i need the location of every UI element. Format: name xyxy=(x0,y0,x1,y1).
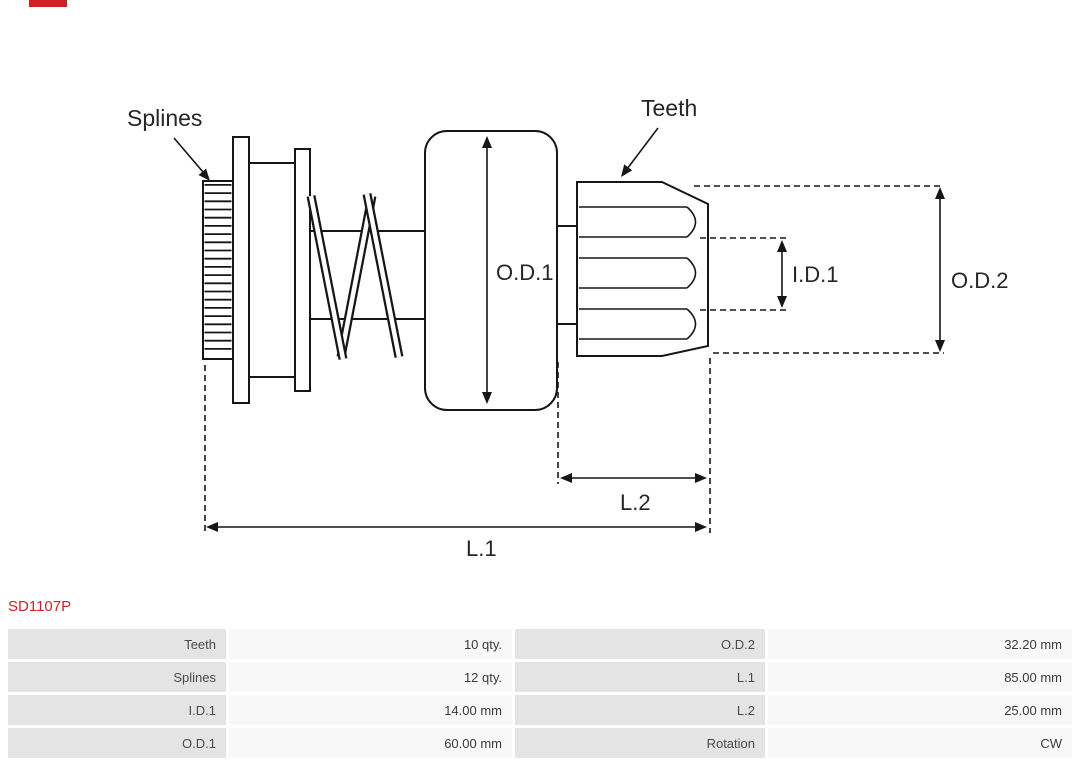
spec-label-cell: L.1 xyxy=(515,662,765,692)
dimension-l1 xyxy=(206,522,707,532)
label-teeth: Teeth xyxy=(641,95,697,121)
reference-lines xyxy=(204,185,944,533)
spec-value-cell: 32.20 mm xyxy=(768,629,1072,659)
drive-body xyxy=(232,136,427,404)
spec-value-cell: 25.00 mm xyxy=(768,695,1072,725)
brand-logo-fragment xyxy=(29,0,67,7)
spec-label-cell: I.D.1 xyxy=(8,695,226,725)
splined-shaft xyxy=(202,180,234,360)
technical-drawing: Splines Teeth O.D.1 I.D.1 O.D.2 L.2 L.1 xyxy=(127,95,1008,561)
spec-label-cell: O.D.2 xyxy=(515,629,765,659)
spec-row: O.D.1 60.00 mm Rotation CW xyxy=(8,728,1072,758)
spec-label-cell: L.2 xyxy=(515,695,765,725)
spec-label-cell: Rotation xyxy=(515,728,765,758)
spec-value-cell: 10 qty. xyxy=(229,629,512,659)
dimension-od2 xyxy=(935,187,945,352)
pinion-gear xyxy=(576,181,709,357)
label-od2: O.D.2 xyxy=(951,268,1008,293)
spec-label-cell: O.D.1 xyxy=(8,728,226,758)
step-shaft xyxy=(556,225,578,325)
label-splines: Splines xyxy=(127,105,202,131)
label-l1: L.1 xyxy=(466,536,497,561)
spec-value-cell: 60.00 mm xyxy=(229,728,512,758)
dimension-id1 xyxy=(777,240,787,308)
label-od1: O.D.1 xyxy=(496,260,553,285)
label-id1: I.D.1 xyxy=(792,262,838,287)
spec-value-cell: 12 qty. xyxy=(229,662,512,692)
spec-value-cell: 85.00 mm xyxy=(768,662,1072,692)
spec-row: I.D.1 14.00 mm L.2 25.00 mm xyxy=(8,695,1072,725)
part-number: SD1107P xyxy=(8,598,72,615)
spec-table: Teeth 10 qty. O.D.2 32.20 mm Splines 12 … xyxy=(8,629,1072,758)
label-l2: L.2 xyxy=(620,490,651,515)
spec-label-cell: Teeth xyxy=(8,629,226,659)
spec-row: Splines 12 qty. L.1 85.00 mm xyxy=(8,662,1072,692)
splines-leader-arrow xyxy=(173,137,210,181)
dimension-l2 xyxy=(560,473,707,483)
spring xyxy=(306,193,404,360)
spec-value-cell: CW xyxy=(768,728,1072,758)
spec-row: Teeth 10 qty. O.D.2 32.20 mm xyxy=(8,629,1072,659)
dimension-od1 xyxy=(482,136,492,404)
spec-value-cell: 14.00 mm xyxy=(229,695,512,725)
teeth-leader-arrow xyxy=(621,127,659,177)
spec-label-cell: Splines xyxy=(8,662,226,692)
